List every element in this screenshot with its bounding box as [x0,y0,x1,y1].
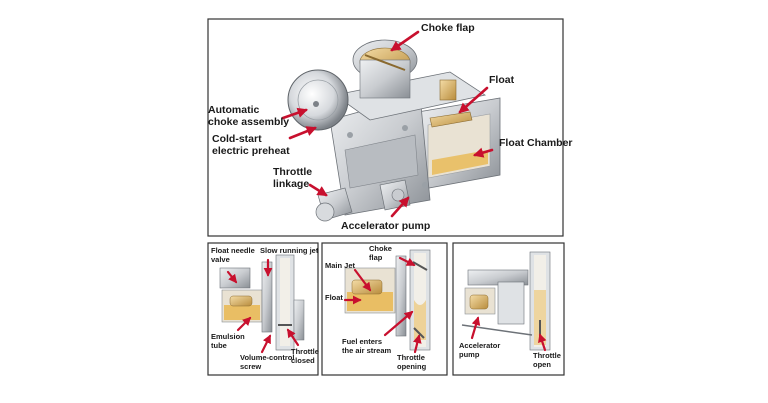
label-choke-flap-b: Choke flap [369,244,392,262]
arrow-float-chamber [473,147,494,158]
arrow-accelerator-pump [390,196,410,218]
label-main-jet: Main Jet [325,261,356,270]
label-slow-running-jet: Slow running jet [260,246,319,255]
label-float-chamber: Float Chamber [499,137,573,149]
label-float: Float [489,74,515,86]
arrow-throttle-open [538,333,547,352]
panel-c-illustration [461,251,551,351]
label-throttle-opening: Throttle opening [397,353,427,371]
arrow-automatic-choke [281,107,308,120]
label-float-b: Float [325,293,343,302]
label-automatic-choke-assembly: Automatic choke assembly [208,104,290,128]
arrow-throttle-closed [286,328,300,347]
label-float-needle-valve: Float needle valve [211,246,255,264]
arrow-float-needle-valve [226,270,238,284]
label-emulsion-tube: Emulsion tube [211,332,245,350]
label-choke-flap: Choke flap [421,22,475,34]
label-volume-control-screw: Volume-control screw [240,353,295,371]
main-panel [207,18,564,237]
arrow-choke-flap [390,30,420,52]
arrow-float [458,86,489,114]
arrow-throttle-linkage [308,183,328,197]
label-fuel-enters-air-stream: Fuel enters the air stream [342,337,392,355]
panel-b [321,242,448,376]
arrow-cold-start [288,126,317,140]
label-accelerator-pump: Accelerator pump [341,220,431,232]
arrow-accelerator-pump-c [470,316,481,340]
panel-c [452,242,565,376]
label-throttle-open: Throttle open [533,351,561,369]
arrow-volume-control-screw [260,334,272,354]
arrow-choke-flap-b [398,256,416,267]
label-throttle-linkage: Throttle linkage [273,166,313,190]
arrow-main-jet [353,268,372,292]
arrow-emulsion-tube [236,316,252,332]
arrow-throttle-opening [413,334,422,354]
arrow-fuel-enters [383,310,414,337]
label-cold-start-electric-preheat: Cold-start electric preheat [212,133,290,157]
label-accelerator-pump-c: Accelerator pump [459,341,501,359]
label-throttle-closed: Throttle closed [291,347,319,365]
main-panel-arrows [281,30,494,218]
panel-a [207,242,319,376]
